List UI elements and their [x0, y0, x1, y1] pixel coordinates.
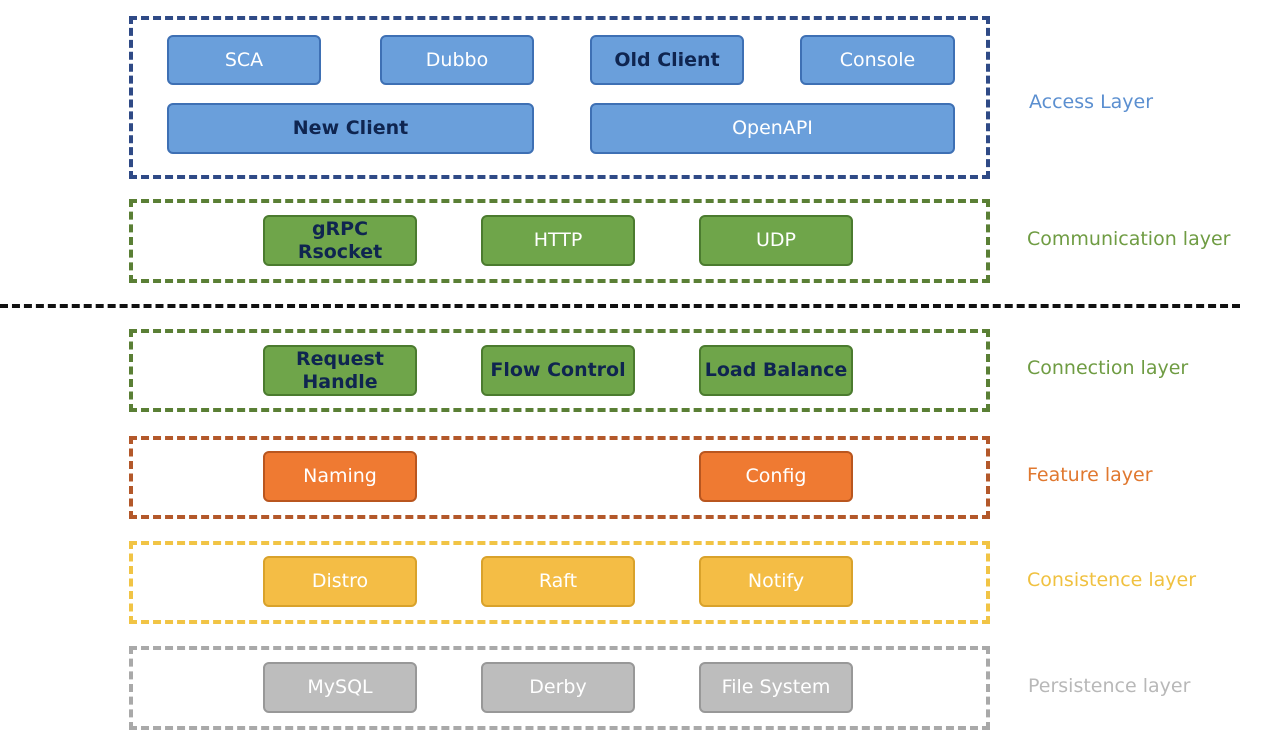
node-load-balance: Load Balance — [699, 345, 853, 396]
node-new-client: New Client — [167, 103, 534, 154]
node-distro: Distro — [263, 556, 417, 607]
communication-layer-label: Communication layer — [1027, 228, 1231, 250]
node-openapi: OpenAPI — [590, 103, 955, 154]
node-file-system: File System — [699, 662, 853, 713]
node-raft: Raft — [481, 556, 635, 607]
consistence-layer-box — [129, 541, 990, 624]
node-sca: SCA — [167, 35, 321, 85]
node-mysql: MySQL — [263, 662, 417, 713]
node-config: Config — [699, 451, 853, 502]
access-layer-box — [129, 16, 990, 179]
layer-divider-line — [0, 304, 1240, 308]
node-udp: UDP — [699, 215, 853, 266]
feature-layer-label: Feature layer — [1027, 464, 1153, 486]
consistence-layer-label: Consistence layer — [1027, 569, 1197, 591]
communication-layer-box — [129, 199, 990, 283]
node-dubbo: Dubbo — [380, 35, 534, 85]
node-flow-control: Flow Control — [481, 345, 635, 396]
node-request-handle: Request Handle — [263, 345, 417, 396]
node-grpc-rsocket: gRPC Rsocket — [263, 215, 417, 266]
persistence-layer-label: Persistence layer — [1028, 675, 1191, 697]
node-console: Console — [800, 35, 955, 85]
node-old-client: Old Client — [590, 35, 744, 85]
connection-layer-label: Connection layer — [1027, 357, 1189, 379]
node-derby: Derby — [481, 662, 635, 713]
node-notify: Notify — [699, 556, 853, 607]
connection-layer-box — [129, 329, 990, 412]
node-http: HTTP — [481, 215, 635, 266]
feature-layer-box — [129, 436, 990, 519]
node-naming: Naming — [263, 451, 417, 502]
persistence-layer-box — [129, 646, 990, 730]
access-layer-label: Access Layer — [1029, 91, 1154, 113]
